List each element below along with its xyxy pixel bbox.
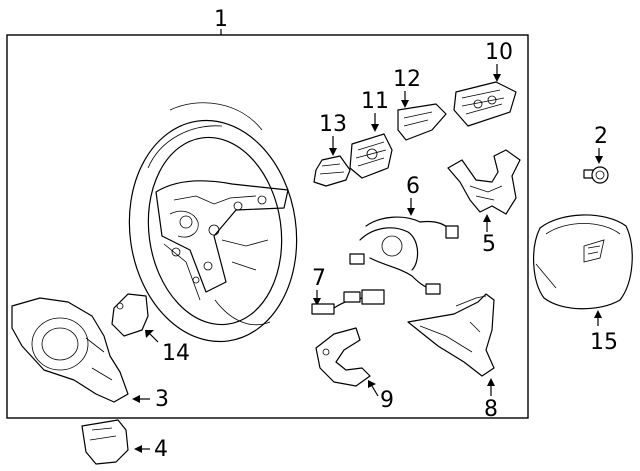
callout-12[interactable]: 12 (393, 67, 421, 108)
callout-label-1: 1 (214, 7, 228, 32)
callout-label-5: 5 (482, 232, 496, 257)
switch-13[interactable] (313, 155, 351, 187)
callout-13[interactable]: 13 (319, 112, 347, 156)
callout-7[interactable]: 7 (312, 266, 326, 306)
callout-label-3: 3 (155, 387, 169, 412)
column-cover-3[interactable] (11, 297, 129, 403)
callout-label-8: 8 (484, 397, 498, 422)
callout-label-7: 7 (312, 266, 326, 291)
cover-14[interactable] (111, 293, 149, 337)
cover-4[interactable] (81, 419, 129, 465)
callout-label-11: 11 (361, 89, 389, 114)
callout-label-13: 13 (319, 112, 347, 137)
bolt-2[interactable] (583, 166, 609, 184)
wiring-harness-6[interactable] (349, 216, 459, 295)
switch-12[interactable] (397, 103, 447, 141)
callout-14[interactable]: 14 (145, 330, 190, 366)
callout-10[interactable]: 10 (485, 40, 513, 82)
bracket-5[interactable] (447, 149, 521, 215)
callout-label-15: 15 (590, 330, 618, 355)
callout-6[interactable]: 6 (406, 174, 420, 216)
callout-2[interactable]: 2 (594, 124, 608, 164)
callout-15[interactable]: 15 (590, 310, 618, 355)
harness-7[interactable] (311, 289, 385, 315)
callout-label-2: 2 (594, 124, 608, 149)
callout-label-14: 14 (162, 341, 190, 366)
callout-label-12: 12 (393, 67, 421, 92)
trim-9[interactable] (315, 327, 371, 387)
switch-10[interactable] (453, 81, 517, 127)
callout-label-4: 4 (154, 437, 168, 462)
callout-label-10: 10 (485, 40, 513, 65)
switch-11[interactable] (349, 133, 393, 179)
steering-wheel[interactable] (115, 102, 310, 353)
callout-11[interactable]: 11 (361, 89, 389, 132)
assembly-frame (6, 34, 529, 419)
lower-cover-8[interactable] (407, 293, 495, 377)
callout-9[interactable]: 9 (368, 380, 394, 413)
callout-label-9: 9 (380, 388, 394, 413)
callout-3[interactable]: 3 (132, 387, 169, 412)
airbag-module-15[interactable] (533, 214, 633, 310)
callout-4[interactable]: 4 (134, 437, 168, 462)
callout-1[interactable]: 1 (214, 7, 228, 35)
callout-8[interactable]: 8 (484, 378, 498, 422)
callout-5[interactable]: 5 (482, 214, 496, 257)
callout-label-6: 6 (406, 174, 420, 199)
